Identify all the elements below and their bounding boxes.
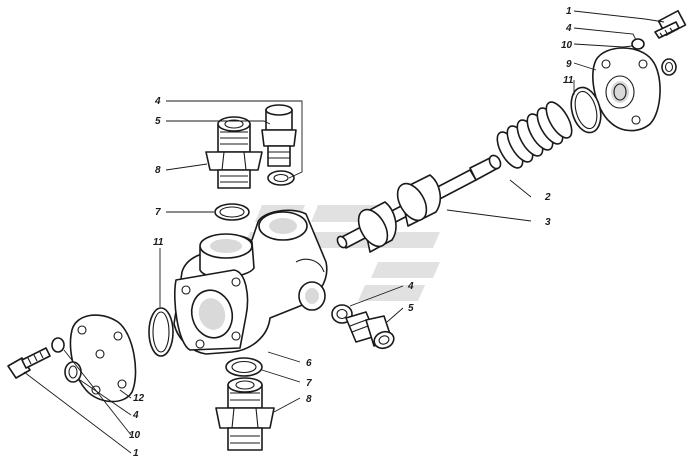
callout-8-top-left: 8: [155, 165, 161, 176]
union-fitting-bottom: [215, 377, 275, 451]
callout-6-body: 6: [306, 358, 312, 369]
callout-9-top-right: 9: [566, 59, 572, 70]
callout-7-bottom: 7: [306, 378, 312, 389]
cover-plate-top-right: [592, 47, 661, 132]
cover-plate-bottom-left: [69, 314, 137, 403]
callout-3-spool: 3: [545, 217, 551, 228]
callout-10-top-right: 10: [561, 40, 573, 51]
callout-1-bottom-left: 1: [133, 448, 139, 459]
callout-7-top-left: 7: [155, 207, 161, 218]
callout-2-spring: 2: [544, 192, 551, 203]
sealing-washer-top: [267, 170, 295, 186]
sealing-washer-7-bottom: [225, 357, 263, 377]
bolt-bottom-left: [7, 347, 51, 379]
o-ring-top-right: [570, 86, 602, 134]
banjo-fitting-middle: [345, 311, 395, 350]
lock-washer-top: [631, 38, 645, 50]
callout-1-top-right: 1: [566, 6, 572, 17]
valve-body: [173, 209, 328, 355]
leader-lines: [23, 10, 665, 454]
union-fitting-top: [205, 116, 263, 189]
callout-10-bottom-left: 10: [129, 430, 141, 441]
callout-4-top-left: 4: [154, 96, 161, 107]
lock-washer-bottom-left: [51, 337, 65, 353]
washer-top: [661, 58, 677, 76]
callout-12-bottom-left: 12: [133, 393, 145, 404]
callout-11-left: 11: [153, 237, 164, 248]
washer-bottom-left: [64, 361, 82, 383]
callout-4-middle: 4: [407, 281, 414, 292]
callout-4-top-right: 4: [565, 23, 572, 34]
callout-4-bottom-left: 4: [132, 410, 139, 421]
valve-spool: [336, 154, 502, 253]
callout-5-middle: 5: [408, 303, 414, 314]
callout-11-top-right: 11: [563, 75, 574, 86]
callout-8-bottom: 8: [306, 394, 312, 405]
bolt-top-right: [654, 9, 687, 39]
banjo-fitting-top: [261, 104, 297, 167]
callout-5-top-left: 5: [155, 116, 161, 127]
spring: [496, 101, 573, 169]
